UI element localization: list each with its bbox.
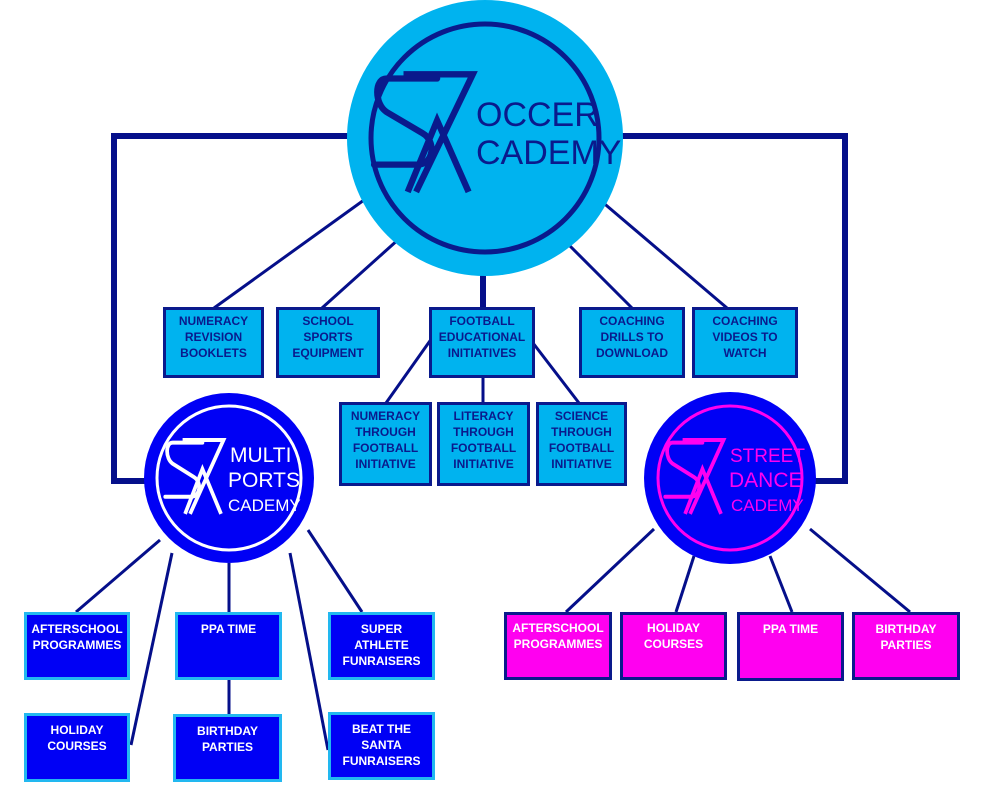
multi-child-afterschool[interactable]: AFTERSCHOOL PROGRAMMES: [24, 612, 130, 680]
box-label-line: PROGRAMMES: [32, 638, 122, 652]
box-label-line: BOOKLETS: [180, 346, 247, 360]
multi-child-holiday[interactable]: HOLIDAY COURSES: [24, 713, 130, 782]
box-label-line: BIRTHDAY: [197, 724, 258, 738]
multi-sports-academy-logo[interactable]: MULTI PORTS CADEMY: [144, 393, 314, 563]
multi-logo-line2: PORTS: [228, 469, 300, 492]
box-label-line: INITIATIVE: [551, 457, 612, 471]
box-label-line: VIDEOS TO: [712, 330, 778, 344]
box-label-line: SCHOOL: [302, 314, 354, 328]
box-label-line: INITIATIVE: [453, 457, 514, 471]
box-label-line: FOOTBALL: [450, 441, 517, 455]
box-label-line: ATHLETE: [354, 638, 409, 652]
connector-dance-holiday: [674, 555, 696, 613]
multi-logo-line1: MULTI: [230, 444, 291, 467]
soccer-logo-line2: CADEMY: [476, 134, 621, 172]
box-label-line: EDUCATIONAL: [438, 330, 526, 344]
box-label-line: COURSES: [47, 739, 107, 753]
box-label-line: REVISION: [184, 330, 243, 344]
box-label-line: AFTERSCHOOL: [31, 622, 123, 636]
box-label-line: SPORTS: [303, 330, 353, 344]
dance-child-afterschool[interactable]: AFTERSCHOOL PROGRAMMES: [504, 612, 612, 680]
soccer-child-coaching-drills[interactable]: COACHING DRILLS TO DOWNLOAD: [579, 307, 685, 378]
box-label-line: HOLIDAY: [50, 723, 104, 737]
box-label-line: AFTERSCHOOL: [512, 621, 604, 635]
box-label-line: FOOTBALL: [449, 314, 515, 328]
soccer-child-coaching-videos[interactable]: COACHING VIDEOS TO WATCH: [692, 307, 798, 378]
box-label-line: PPA TIME: [762, 622, 819, 636]
box-label-line: NUMERACY: [178, 314, 249, 328]
connector-football-numeracy: [384, 337, 434, 404]
box-label-line: SUPER: [360, 622, 403, 636]
connector-multi-holiday: [129, 552, 174, 746]
box-label-line: DOWNLOAD: [596, 346, 668, 360]
box-label-line: PPA TIME: [200, 622, 257, 636]
box-label-line: BIRTHDAY: [875, 622, 937, 636]
soccer-academy-logo[interactable]: OCCER CADEMY: [347, 0, 623, 276]
box-label-line: FUNRAISERS: [342, 654, 421, 668]
box-label-line: COURSES: [643, 637, 704, 651]
box-label-line: PARTIES: [201, 740, 254, 754]
soccer-academy-ring: [368, 21, 602, 255]
initiative-literacy[interactable]: LITERACY THROUGH FOOTBALL INITIATIVE: [437, 402, 530, 486]
soccer-logo-line1: OCCER: [476, 96, 599, 134]
box-label-line: FOOTBALL: [352, 441, 419, 455]
box-label-line: PROGRAMMES: [513, 637, 603, 651]
connector-dance-afterschool: [564, 527, 656, 614]
dance-logo-line1: STREET: [730, 446, 805, 467]
multi-sports-circle: [144, 393, 314, 563]
connector-football-science: [531, 342, 581, 404]
box-label-line: HOLIDAY: [647, 621, 700, 635]
connector-dance-birthday: [809, 527, 911, 614]
box-label-line: LITERACY: [453, 409, 514, 423]
box-label-line: SANTA: [361, 738, 402, 752]
box-label-line: COACHING: [599, 314, 665, 328]
dance-child-birthday[interactable]: BIRTHDAY PARTIES: [852, 612, 960, 680]
box-label-line: SCIENCE: [554, 409, 609, 423]
box-label-line: PARTIES: [880, 638, 932, 652]
street-dance-ring: [656, 404, 804, 552]
connector-multi-super: [306, 529, 364, 613]
box-label-line: INITIATIVES: [447, 346, 517, 360]
connector-dance-ppa: [768, 555, 794, 613]
box-label-line: THROUGH: [355, 425, 416, 439]
dance-logo-line3: CADEMY: [731, 496, 804, 515]
box-label-line: COACHING: [712, 314, 778, 328]
soccer-child-football-initiatives[interactable]: FOOTBALL EDUCATIONAL INITIATIVES: [429, 307, 535, 378]
initiative-numeracy[interactable]: NUMERACY THROUGH FOOTBALL INITIATIVE: [339, 402, 432, 486]
street-dance-academy-logo[interactable]: STREET DANCE CADEMY: [644, 392, 816, 564]
box-label-line: FOOTBALL: [548, 441, 615, 455]
multi-child-birthday[interactable]: BIRTHDAY PARTIES: [173, 714, 282, 782]
box-label-line: EQUIPMENT: [292, 346, 364, 360]
box-label-line: NUMERACY: [350, 409, 421, 423]
connector-multi-afterschool: [75, 538, 161, 614]
multi-child-super-athlete[interactable]: SUPER ATHLETE FUNRAISERS: [328, 612, 435, 680]
box-label-line: BEAT THE: [351, 722, 412, 736]
box-label-line: DRILLS TO: [600, 330, 664, 344]
multi-logo-line3: CADEMY: [228, 496, 301, 515]
initiative-science[interactable]: SCIENCE THROUGH FOOTBALL INITIATIVE: [536, 402, 627, 486]
connector-soccer-equipment: [320, 236, 402, 310]
connector-soccer-videos: [599, 198, 728, 310]
connector-frame-right: [615, 133, 848, 484]
box-label-line: THROUGH: [551, 425, 612, 439]
dance-child-ppa-time[interactable]: PPA TIME: [737, 612, 844, 681]
dance-logo-line2: DANCE: [729, 469, 803, 492]
multi-child-ppa-time[interactable]: PPA TIME: [175, 612, 282, 680]
box-label-line: WATCH: [723, 346, 767, 360]
soccer-child-numeracy-booklets[interactable]: NUMERACY REVISION BOOKLETS: [163, 307, 264, 378]
dance-child-holiday[interactable]: HOLIDAY COURSES: [620, 612, 727, 680]
connector-soccer-drills: [560, 236, 634, 310]
soccer-academy-circle: [347, 0, 623, 276]
box-label-line: THROUGH: [453, 425, 514, 439]
connector-soccer-numeracy: [213, 198, 365, 310]
connector-frame-left: [111, 133, 360, 484]
soccer-child-school-equipment[interactable]: SCHOOL SPORTS EQUIPMENT: [276, 307, 380, 378]
box-label-line: FUNRAISERS: [342, 754, 421, 768]
box-label-line: INITIATIVE: [355, 457, 416, 471]
connector-multi-santa: [288, 552, 330, 751]
multi-child-beat-the-santa[interactable]: BEAT THE SANTA FUNRAISERS: [328, 712, 435, 780]
multi-sports-ring: [155, 404, 303, 552]
street-dance-circle: [644, 392, 816, 564]
